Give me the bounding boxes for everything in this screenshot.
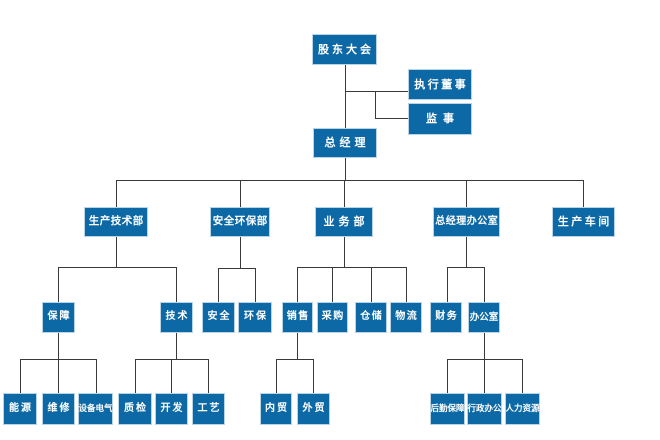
connector-line	[447, 359, 448, 393]
connector-line	[176, 267, 177, 302]
org-node-maintenance: 维修	[42, 393, 75, 425]
org-node-foreign-trade: 外贸	[297, 393, 330, 425]
connector-line	[375, 118, 408, 119]
org-node-safety: 安全	[202, 302, 235, 333]
connector-line	[345, 91, 408, 92]
org-node-gm-office: 总经理办公室	[433, 207, 500, 237]
connector-line	[218, 268, 255, 269]
org-node-shareholders-meeting: 股东大会	[312, 34, 377, 65]
connector-line	[96, 359, 97, 393]
org-node-safety-env-dept: 安全环保部	[210, 207, 270, 237]
org-node-human-resources: 人力资源	[505, 393, 540, 425]
org-node-development: 开发	[155, 393, 188, 425]
org-node-office: 办公室	[468, 302, 500, 333]
connector-line	[484, 359, 485, 393]
org-node-energy: 能源	[3, 393, 37, 425]
org-node-executive-director: 执行董事	[408, 69, 472, 100]
connector-line	[466, 180, 467, 207]
org-node-production-workshop: 生产车间	[552, 207, 615, 237]
connector-line	[583, 180, 584, 207]
connector-line	[208, 359, 209, 393]
connector-line	[276, 359, 313, 360]
connector-line	[116, 237, 117, 267]
org-node-supervisor: 监事	[408, 103, 472, 135]
connector-line	[344, 237, 345, 267]
connector-line	[297, 333, 298, 359]
org-node-finance: 财务	[430, 302, 462, 333]
connector-line	[344, 180, 345, 207]
org-node-production-tech-dept: 生产技术部	[84, 207, 148, 237]
connector-line	[345, 158, 346, 180]
org-node-warehousing: 仓储	[355, 302, 387, 333]
connector-line	[447, 267, 448, 302]
connector-line	[176, 333, 177, 359]
connector-line	[313, 359, 314, 393]
connector-line	[484, 333, 485, 359]
connector-line	[58, 333, 59, 359]
org-node-logistics-support: 后勤保障	[430, 393, 465, 425]
org-node-logistics: 物流	[390, 302, 422, 333]
connector-line	[297, 267, 406, 268]
org-node-sales: 销售	[282, 302, 313, 333]
connector-line	[332, 267, 333, 302]
connector-line	[116, 180, 583, 181]
connector-line	[218, 268, 219, 302]
connector-line	[345, 65, 346, 128]
org-node-purchasing: 采购	[317, 302, 348, 333]
org-node-support: 保障	[42, 302, 75, 333]
connector-line	[406, 267, 407, 302]
connector-line	[297, 267, 298, 302]
connector-line	[171, 359, 172, 393]
connector-line	[116, 180, 117, 207]
org-node-equipment-electrical: 设备电气	[78, 393, 113, 425]
connector-line	[20, 359, 21, 393]
org-node-business-dept: 业务部	[315, 207, 373, 237]
connector-line	[375, 91, 376, 118]
connector-line	[58, 359, 59, 393]
org-node-general-manager: 总经理	[313, 128, 377, 158]
connector-line	[58, 267, 176, 268]
connector-line	[135, 359, 136, 393]
connector-line	[240, 237, 241, 268]
connector-line	[466, 237, 467, 267]
connector-line	[240, 180, 241, 207]
connector-line	[371, 267, 372, 302]
org-node-admin-office: 行政办公	[467, 393, 502, 425]
connector-line	[447, 267, 484, 268]
connector-line	[484, 267, 485, 302]
connector-line	[276, 359, 277, 393]
org-node-quality-inspection: 质检	[118, 393, 152, 425]
org-node-process: 工艺	[192, 393, 225, 425]
org-node-env-protection: 环保	[238, 302, 272, 333]
connector-line	[58, 267, 59, 302]
connector-line	[255, 268, 256, 302]
org-node-technology: 技术	[160, 302, 193, 333]
org-node-domestic-trade: 内贸	[260, 393, 292, 425]
connector-line	[522, 359, 523, 393]
